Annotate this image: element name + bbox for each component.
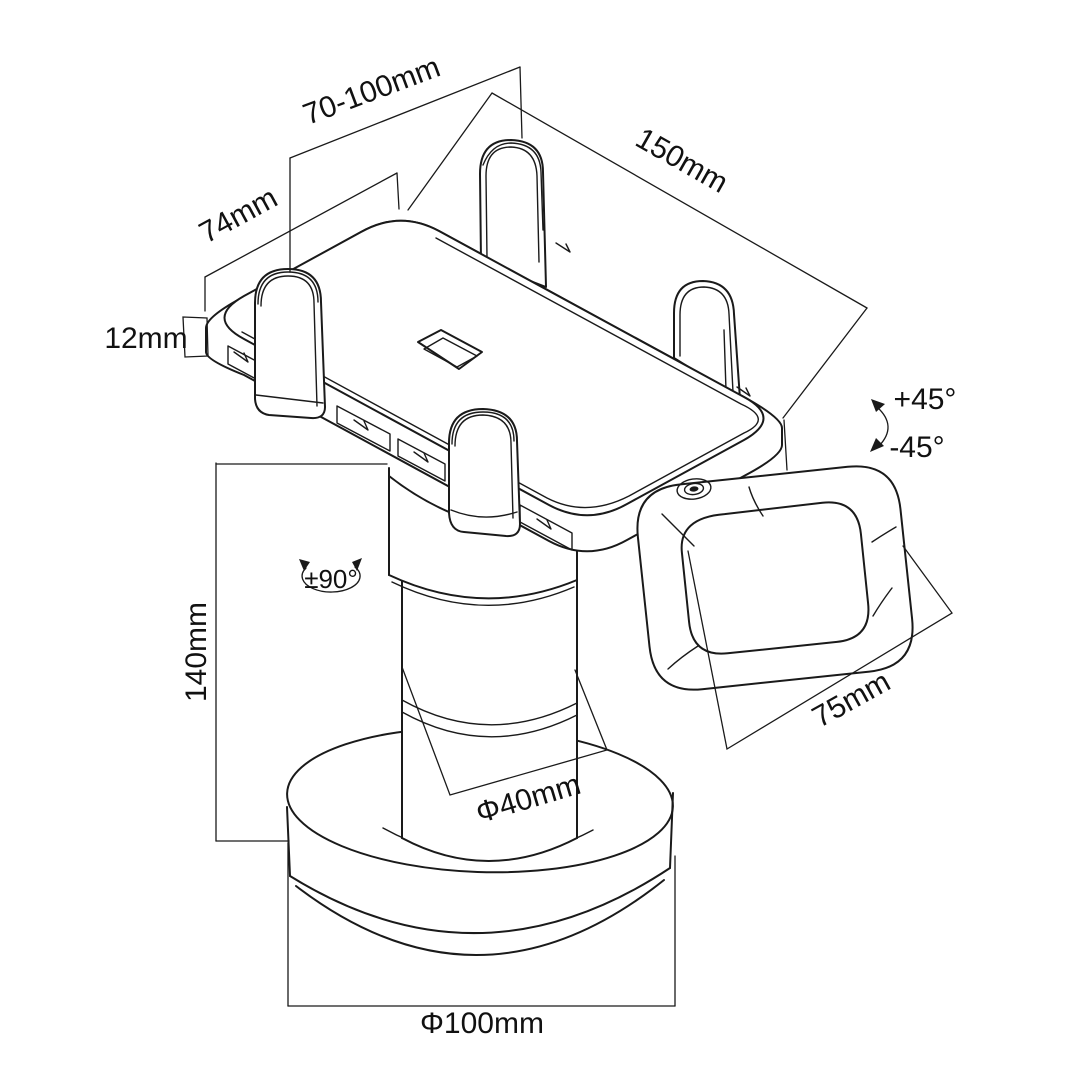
label-column-height: 140mm — [180, 602, 213, 702]
cable-slot — [417, 329, 483, 370]
clip-back — [479, 139, 547, 288]
tilt-handle-ring — [636, 465, 914, 691]
label-base-diameter: Φ100mm — [420, 1007, 544, 1040]
clip-front-center — [448, 408, 521, 538]
dimension-lines — [182, 66, 953, 1007]
clip-front-left — [254, 268, 326, 420]
screw — [676, 478, 712, 500]
label-tilt-down: -45° — [889, 431, 944, 464]
swivel-arc-annotation — [299, 558, 362, 593]
label-plate-length: 150mm — [630, 122, 733, 200]
swivel-arrow-left-icon — [299, 559, 310, 571]
tilt-arrow-down-icon — [870, 438, 884, 452]
label-plate-depth: 74mm — [194, 181, 283, 250]
label-swivel-range: ±90° — [304, 564, 358, 594]
tray-top-plate — [223, 219, 765, 517]
label-clamp-range: 70-100mm — [299, 51, 445, 132]
tilt-arrow-up-icon — [871, 399, 885, 412]
swivel-arrow-right-icon — [352, 558, 362, 571]
clip-right — [673, 280, 741, 400]
tilt-arc-annotation — [870, 399, 889, 452]
label-tilt-up: +45° — [894, 383, 957, 416]
label-plate-thickness: 12mm — [104, 322, 187, 355]
ring-segment-seams — [661, 486, 897, 670]
